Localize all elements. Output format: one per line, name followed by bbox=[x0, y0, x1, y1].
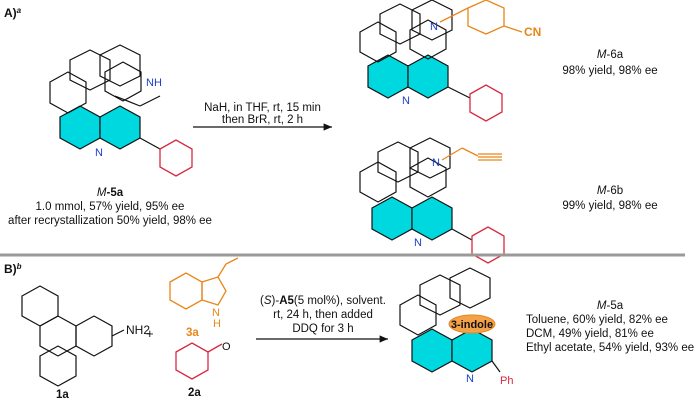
n-atom: N bbox=[414, 237, 422, 249]
amine-1a-structure bbox=[21, 285, 125, 387]
cyan-ring bbox=[411, 196, 453, 241]
pink-ring bbox=[159, 139, 193, 177]
product-m5a-structure bbox=[399, 267, 501, 373]
n-atom: N bbox=[95, 147, 103, 159]
nh-atom: NH bbox=[146, 77, 162, 89]
conditions-line-1: (S)-A5(5 mol%), solvent. bbox=[260, 295, 386, 307]
result-line: DCM, 49% yield, 81% ee bbox=[526, 328, 654, 340]
aldehyde-2a-structure bbox=[175, 342, 223, 380]
product2-name: M-6b bbox=[596, 185, 624, 197]
reagents-line-1: NaH, in THF, rt, 15 min bbox=[204, 102, 321, 114]
indole-badge-label: 3-indole bbox=[451, 319, 493, 331]
section-a-tag: A)a bbox=[4, 6, 22, 20]
cyan-ring bbox=[371, 196, 413, 241]
cyan-ring bbox=[407, 54, 449, 99]
aldehyde-label: 2a bbox=[188, 387, 201, 399]
result-line: Toluene, 60% yield, 82% ee bbox=[526, 314, 668, 326]
cyan-ring bbox=[367, 54, 409, 99]
amine-label: 1a bbox=[56, 389, 69, 401]
pink-ring bbox=[471, 226, 505, 264]
reactant-name: M-5a bbox=[96, 187, 124, 199]
indole-label: 3a bbox=[186, 327, 199, 339]
product-m6a-structure bbox=[359, 0, 523, 122]
cyan-ring bbox=[99, 105, 141, 150]
indole-n-atom: N bbox=[212, 307, 220, 319]
reagents-line-2: then BrR, rt, 2 h bbox=[221, 114, 304, 126]
cyan-ring bbox=[451, 328, 493, 373]
n-atom: N bbox=[430, 21, 438, 33]
product-m6b-structure bbox=[359, 137, 505, 264]
indole-3a-structure bbox=[169, 257, 239, 310]
product1-name: M-6a bbox=[596, 49, 624, 61]
nh2-group: NH2 bbox=[126, 323, 150, 337]
product-b-name: M-5a bbox=[596, 300, 624, 312]
product-n-atom: N bbox=[466, 373, 474, 385]
product-ph-group: Ph bbox=[500, 375, 513, 387]
plus-sign: + bbox=[146, 326, 154, 341]
product2-result: 99% yield, 98% ee bbox=[562, 200, 658, 212]
section-b-tag: B)b bbox=[4, 262, 22, 276]
reactant-result-1: 1.0 mmol, 57% yield, 95% ee bbox=[35, 201, 185, 213]
result-line: Ethyl acetate, 54% yield, 93% ee bbox=[526, 342, 694, 354]
cn-group: CN bbox=[524, 25, 541, 39]
conditions-line-2: rt, 24 h, then added bbox=[273, 309, 373, 321]
n-atom: N bbox=[432, 157, 440, 169]
pink-ring bbox=[469, 84, 503, 122]
reactant-result-2: after recrystallization 50% yield, 98% e… bbox=[8, 215, 212, 227]
n-atom: N bbox=[402, 95, 410, 107]
product1-result: 98% yield, 98% ee bbox=[562, 65, 658, 77]
indole-badge bbox=[448, 314, 496, 334]
reactant-m5a-structure bbox=[49, 44, 193, 177]
indole-h-atom: H bbox=[213, 318, 221, 330]
aldehyde-o-atom: O bbox=[222, 341, 231, 353]
conditions-line-3: DDQ for 3 h bbox=[292, 323, 354, 335]
